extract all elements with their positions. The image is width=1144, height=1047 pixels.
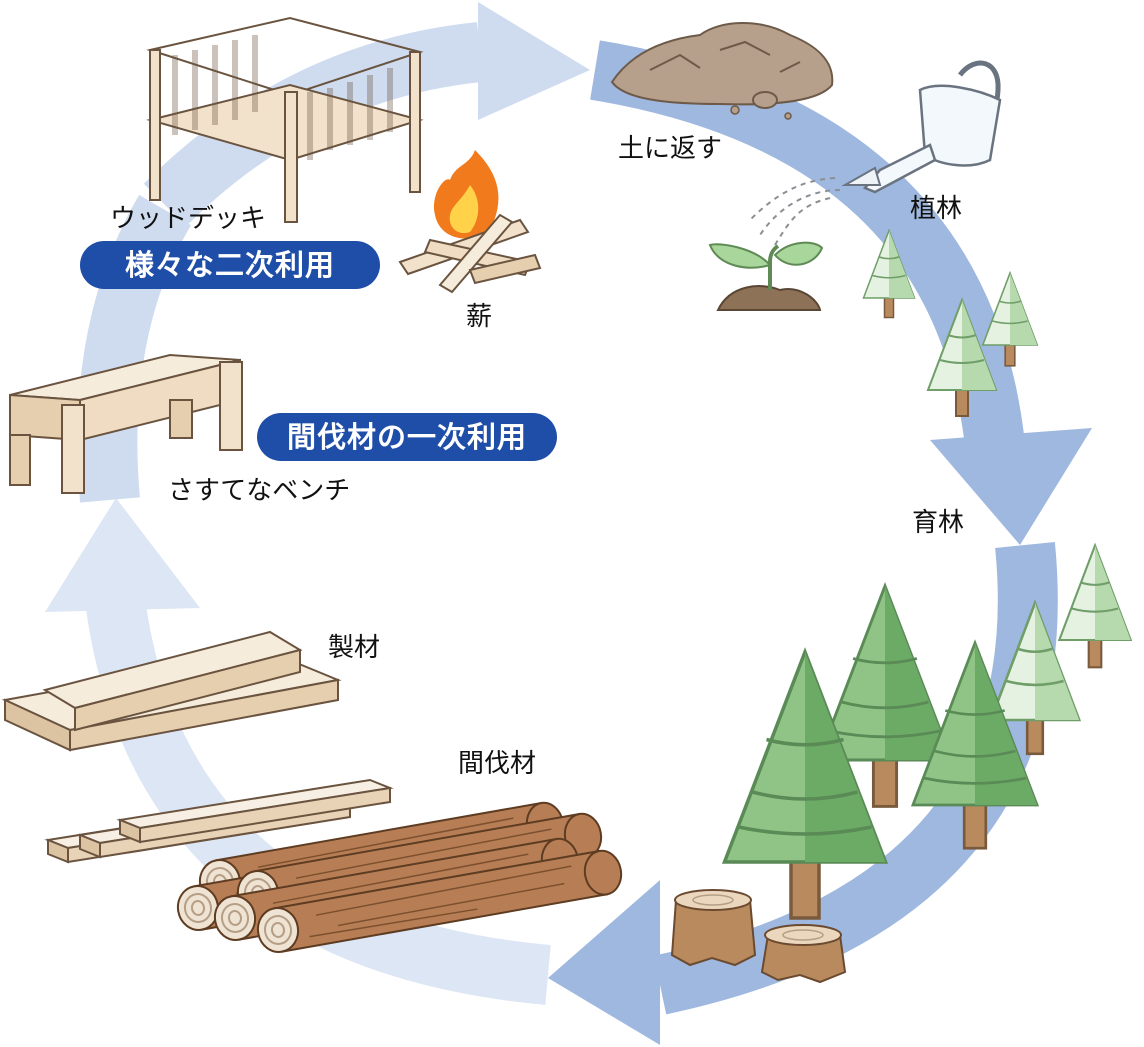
watering-can-icon [749,60,1002,246]
primary-use-badge: 間伐材の一次利用 [257,413,557,461]
bench-label: さすてなベンチ [168,476,351,506]
bench-icon [9,353,243,494]
wood-deck-icon [146,16,424,223]
deck-label: ウッドデッキ [110,204,267,234]
lumber-label: 製材 [328,633,381,663]
seedling-icon [708,241,824,311]
soil-return-label: 土に返す [618,134,723,164]
thinned-wood-label: 間伐材 [458,749,537,779]
nurturing-label: 育林 [912,508,965,538]
soil-pile-icon [610,22,834,120]
log-pile-icon [47,779,626,957]
firewood-label: 薪 [466,302,493,332]
lumber-icon [1,630,342,752]
planting-label: 植林 [910,194,963,224]
campfire-icon [398,150,542,294]
stump-icon [670,889,847,984]
secondary-use-badge: 様々な二次利用 [80,241,380,289]
